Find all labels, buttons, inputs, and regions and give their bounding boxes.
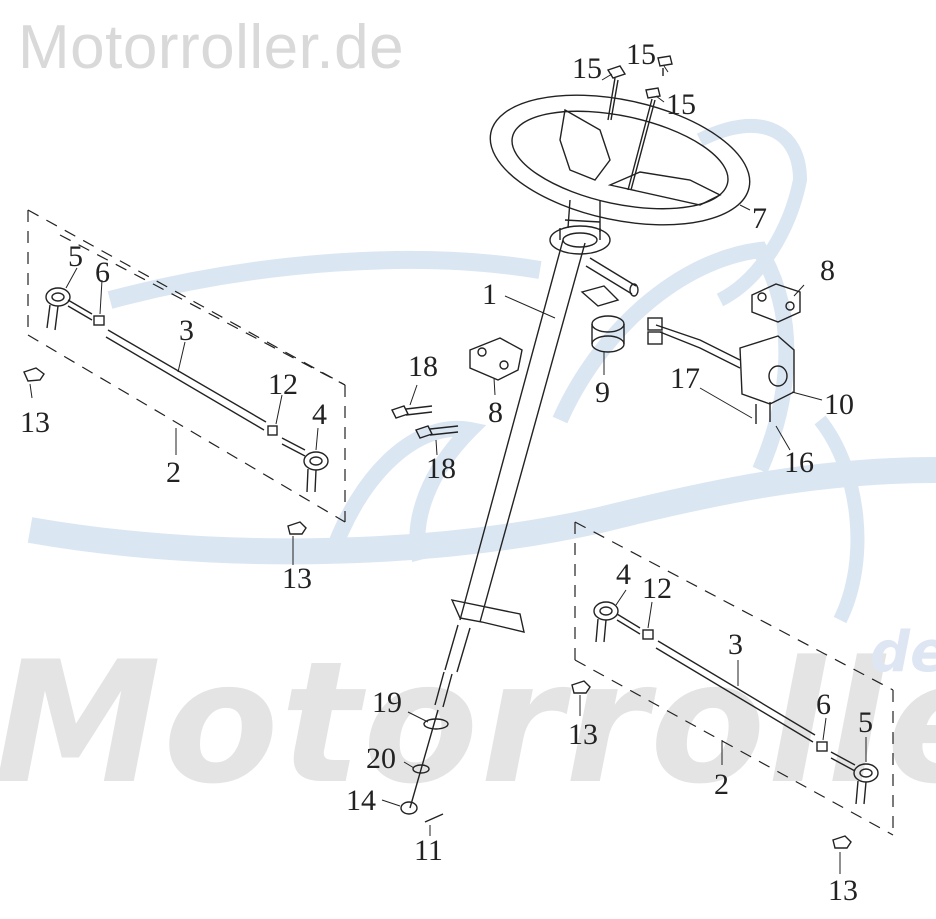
part-label-4-left: 4 [312,398,327,431]
washer-20 [412,764,430,774]
part-label-4-right: 4 [616,558,631,591]
watermark-top: Motorroller.de [18,13,405,82]
part-label-10: 10 [824,388,854,421]
nut-13-c [571,680,591,694]
part-label-2-right: 2 [714,768,729,801]
bracket-8-right [751,283,801,323]
right-tie-rod-end-4 [593,601,641,643]
part-label-12-right: 12 [642,572,672,605]
switch-10 [647,317,795,405]
part-label-18-upper: 18 [408,350,438,383]
part-label-3-right: 3 [728,628,743,661]
right-nut-12 [642,629,654,640]
part-label-3-left: 3 [179,314,194,347]
part-label-5-left: 5 [68,240,83,273]
nut-13-b [287,521,307,535]
right-tie-rod [657,640,816,736]
part-label-13-a: 13 [20,406,50,439]
watermark-de: de [870,620,936,685]
cotter-pin-11 [424,813,444,823]
part-label-20: 20 [366,742,396,775]
leader-lines [29,65,867,874]
column-bracket [580,285,620,307]
steering-column [409,239,586,809]
part-label-13-c: 13 [568,718,598,751]
part-label-15-b: 15 [626,38,656,71]
part-label-13-d: 13 [828,874,858,907]
bolts-15 [606,55,673,191]
part-label-15-a: 15 [572,52,602,85]
part-label-8-left: 8 [488,396,503,429]
nut-13-d [832,835,852,849]
washer-19 [423,718,449,730]
part-label-9: 9 [595,376,610,409]
part-label-17: 17 [670,362,700,395]
part-label-15-c: 15 [666,88,696,121]
part-label-12-left: 12 [268,368,298,401]
part-label-16: 16 [784,446,814,479]
part-label-8-right: 8 [820,254,835,287]
part-label-19: 19 [372,686,402,719]
part-label-2-left: 2 [166,456,181,489]
left-nut-6 [93,315,105,326]
part-label-5-right: 5 [858,706,873,739]
right-assembly-frame [574,521,894,836]
right-tie-rod-end-5 [830,751,879,805]
bracket-8-left [469,337,523,381]
collar-9 [591,315,625,353]
part-label-1: 1 [482,278,497,311]
right-nut-6 [816,741,828,752]
bolts-18 [391,405,459,439]
steering-wheel [489,94,751,232]
nut-13-a [23,367,45,382]
part-label-11: 11 [414,834,443,867]
part-label-6-left: 6 [95,256,110,289]
part-label-6-right: 6 [816,688,831,721]
left-nut-12 [267,425,278,436]
column-hub [549,225,611,255]
left-tie-rod-end-4 [281,437,329,493]
part-label-7: 7 [752,202,767,235]
left-tie-rod [107,329,267,423]
nut-14 [400,801,418,815]
left-assembly-frame [27,209,346,523]
left-tie-rod-end-5 [45,287,93,331]
part-label-18-lower: 18 [426,452,456,485]
part-label-14: 14 [346,784,376,817]
part-label-13-b: 13 [282,562,312,595]
